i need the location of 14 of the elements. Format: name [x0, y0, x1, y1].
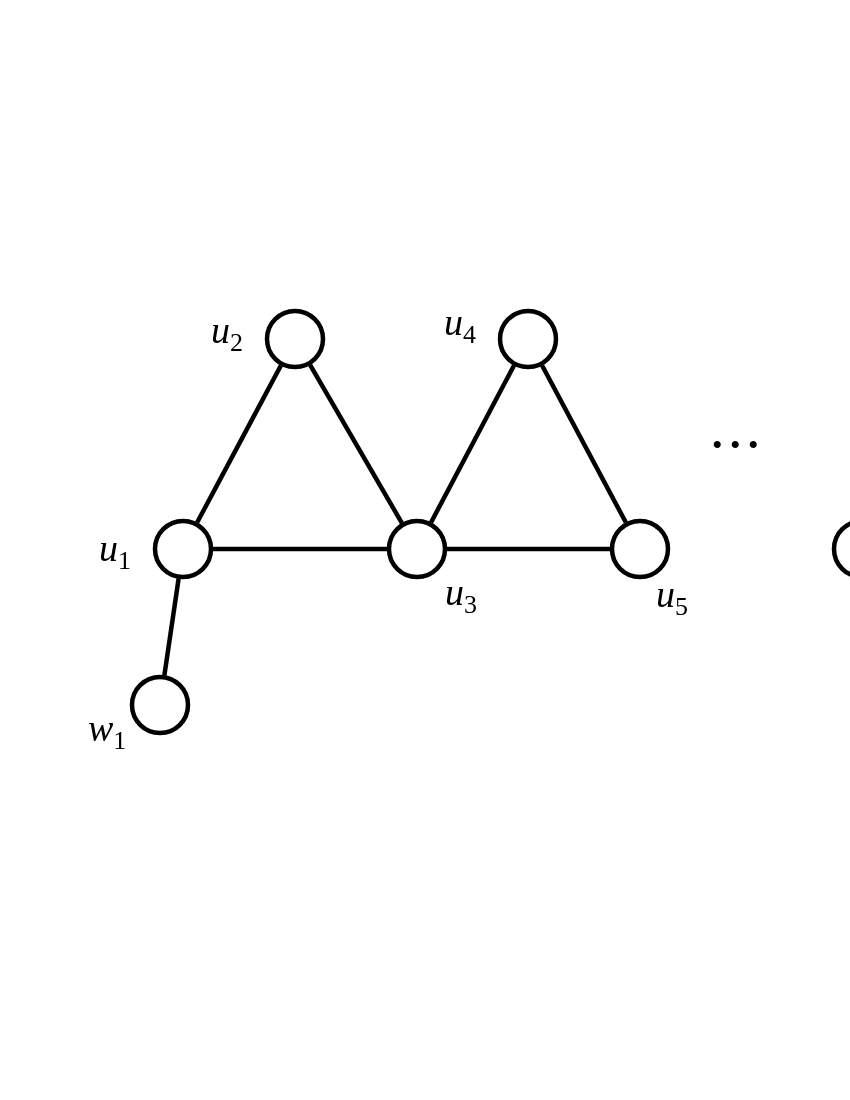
edge-line	[308, 363, 404, 525]
edge-line	[540, 364, 628, 524]
edge-line	[429, 364, 516, 524]
edge-line	[213, 546, 387, 552]
vertex-label: w$_{1}$	[88, 709, 127, 754]
edge-line	[447, 546, 610, 552]
ellipsis-text: • • •	[712, 430, 759, 460]
vertex-label: u$_{5}$	[656, 575, 688, 620]
vertex-label: u$_{2}$	[211, 311, 243, 356]
vertex-label: u$_{3}$	[445, 573, 477, 618]
edge-line	[195, 364, 283, 524]
vertex-label: u$_{1}$	[99, 529, 131, 574]
edge-line	[162, 578, 181, 676]
vertex-label: u$_{4}$	[444, 303, 476, 348]
